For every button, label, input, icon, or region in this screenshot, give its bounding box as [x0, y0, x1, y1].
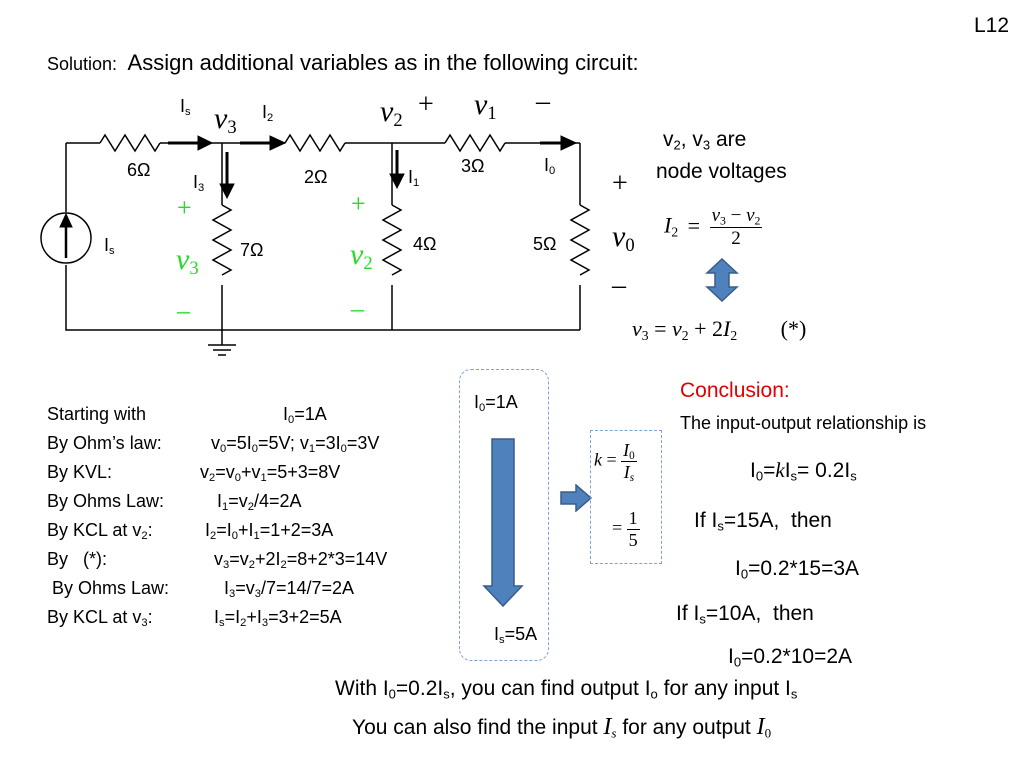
- slide-label: L12: [974, 14, 1010, 37]
- equation-i2: I2 = v3 − v2 2: [664, 205, 763, 249]
- steps-list: Starting with I0=1A By Ohm’s law: v0=5I0…: [47, 400, 388, 632]
- label-6ohm: 6Ω: [127, 160, 151, 180]
- equation-star: v3 = v2 + 2I2 (*): [632, 316, 807, 343]
- flow-top-label: I0=1A: [474, 392, 518, 415]
- current-arrows: [168, 135, 578, 200]
- label-i2: I2: [262, 102, 274, 125]
- v2-minus: –: [351, 294, 364, 323]
- node-voltages-line2: node voltages: [656, 160, 787, 183]
- heading-text: Assign additional variables as in the fo…: [127, 50, 639, 75]
- ground-symbol: [208, 344, 236, 356]
- label-i0: I0: [544, 155, 556, 178]
- v0-minus: –: [612, 270, 626, 301]
- resistor-4ohm: [381, 204, 403, 276]
- conclusion-res1: I0=0.2*15=3A: [735, 557, 860, 582]
- footer-line2: You can also find the input Is for any o…: [352, 714, 772, 741]
- footer-line1: With I0=0.2Is, you can find output Io fo…: [335, 677, 798, 702]
- label-i1: I1: [408, 167, 420, 190]
- label-v2-top: v2: [380, 95, 403, 132]
- step-row: By KCL at v2: I2=I0+I1=1+2=3A: [47, 520, 334, 543]
- step-row: By Ohms Law: I1=v2/4=2A: [47, 491, 302, 514]
- conclusion-title: Conclusion:: [680, 379, 790, 402]
- label-i3: I3: [193, 172, 205, 195]
- resistor-6ohm: [99, 133, 161, 153]
- v0-plus: +: [612, 168, 628, 199]
- flow-bottom-label: Is=5A: [494, 624, 538, 647]
- solution-label: Solution:: [47, 54, 118, 74]
- flow-box: [459, 369, 549, 661]
- label-5ohm: 5Ω: [533, 234, 557, 254]
- v3-plus: +: [177, 193, 192, 222]
- v3-green-label: v3: [176, 243, 199, 280]
- right-arrow-icon: [560, 484, 592, 512]
- resistor-3ohm: [444, 133, 506, 153]
- double-arrow-icon: [705, 258, 739, 302]
- conclusion-relation: I0=kIs= 0.2Is: [750, 458, 857, 484]
- resistor-2ohm: [284, 133, 346, 153]
- step-row: Starting with I0=1A: [47, 404, 327, 427]
- circuit-diagram: [40, 133, 591, 356]
- v3-minus: –: [177, 296, 190, 325]
- node-voltages-line1: v2, v3 are: [663, 128, 747, 153]
- label-is-top: Is: [180, 96, 191, 119]
- k-formula-box: [590, 430, 662, 564]
- label-is-source: Is: [104, 235, 115, 258]
- step-row: By KCL at v3: Is=I2+I3=3+2=5A: [47, 607, 342, 630]
- v2-green-label: v2: [350, 238, 373, 275]
- conclusion-if2: If Is=10A, then: [676, 602, 814, 627]
- resistor-5ohm: [569, 204, 591, 276]
- conclusion-res2: I0=0.2*10=2A: [728, 645, 853, 670]
- solution-heading: Solution: Assign additional variables as…: [47, 50, 639, 76]
- label-v1-plus: +: [418, 89, 434, 120]
- wire-left: [65, 143, 580, 331]
- step-row: By (*): v3=v2+2I2=8+2*3=14V: [47, 549, 388, 572]
- step-row: By Ohm’s law: v0=5I0=5V; v1=3I0=3V: [47, 433, 380, 456]
- label-v1: v1: [474, 88, 497, 125]
- step-row: By Ohms Law: I3=v3/7=14/7=2A: [47, 578, 355, 601]
- step-row: By KVL: v2=v0+v1=5+3=8V: [47, 462, 341, 485]
- label-v1-minus: –: [536, 86, 550, 117]
- v2-plus: +: [351, 189, 366, 218]
- label-7ohm: 7Ω: [240, 240, 264, 260]
- conclusion-if1: If Is=15A, then: [694, 509, 832, 534]
- label-2ohm: 2Ω: [304, 167, 328, 187]
- down-arrow-icon: [482, 438, 524, 608]
- resistor-7ohm: [211, 204, 233, 276]
- label-4ohm: 4Ω: [413, 234, 437, 254]
- conclusion-line1: The input-output relationship is: [680, 413, 927, 433]
- label-v3-top: v3: [214, 102, 237, 139]
- label-3ohm: 3Ω: [461, 156, 485, 176]
- v0-label: v0: [612, 220, 635, 257]
